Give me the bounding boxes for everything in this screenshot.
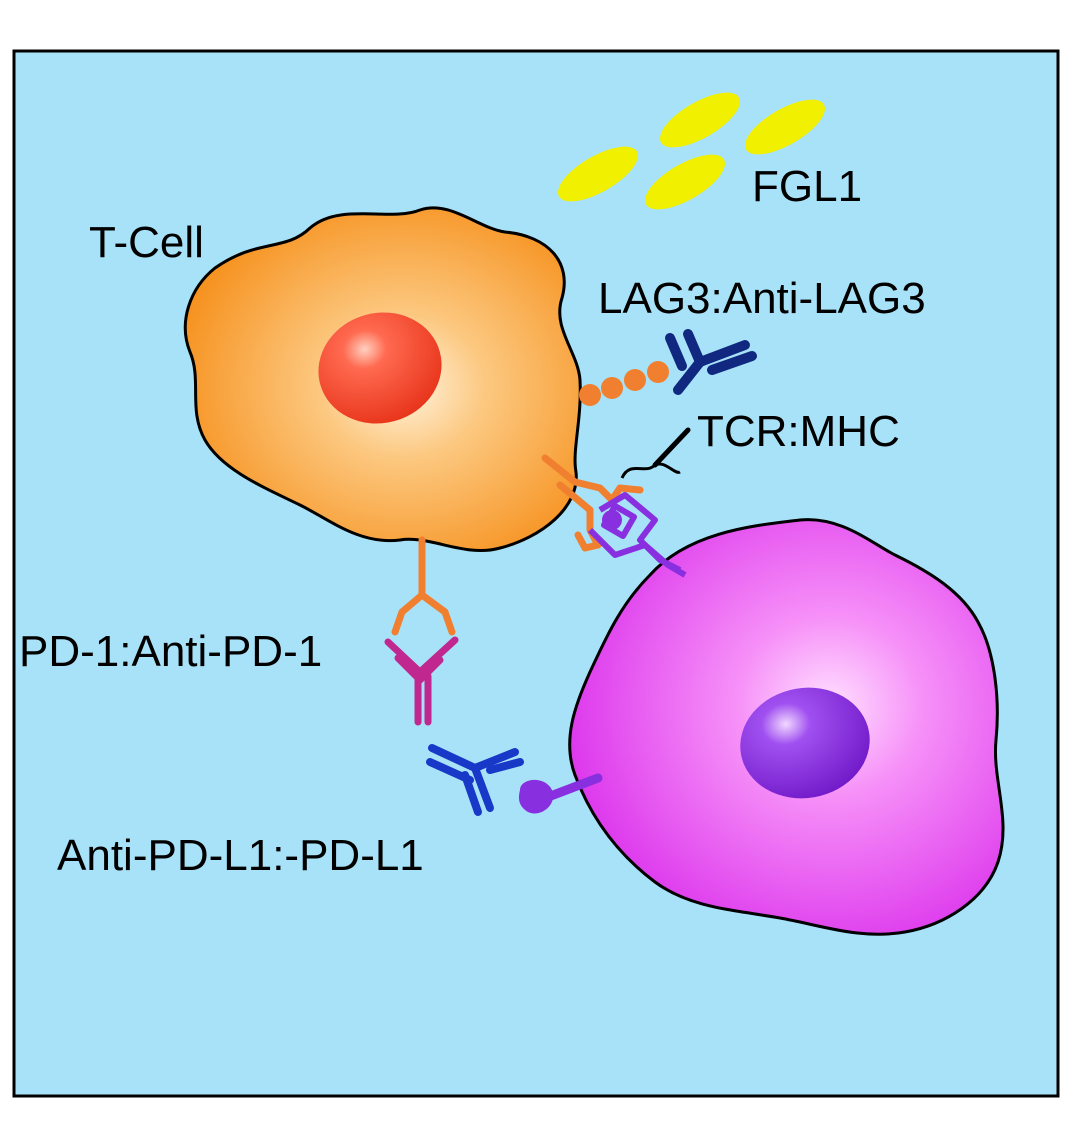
pdl1-label: Anti-PD-L1:-PD-L1 [57, 831, 424, 880]
fgl1-ellipse [745, 99, 825, 155]
pd1-label: PD-1:Anti-PD-1 [19, 627, 322, 676]
lag3-dot [647, 361, 669, 383]
lag3-dots [579, 361, 669, 406]
lag3-dot [579, 384, 601, 406]
pd1-interaction [384, 536, 459, 726]
t-cell-icon [183, 206, 582, 553]
lag3-dot [624, 369, 646, 391]
fgl1-label: FGL1 [752, 162, 862, 211]
lag3-label: LAG3:Anti-LAG3 [598, 274, 926, 323]
antibody-icon [665, 329, 757, 395]
t-cell-nucleus [318, 312, 442, 424]
tcr-mhc-complex [541, 427, 691, 578]
pdl1-interaction [426, 744, 603, 816]
t-cell-label: T-Cell [89, 218, 204, 267]
fgl1-ellipse [645, 154, 725, 210]
tcr-mhc-label: TCR:MHC [697, 407, 900, 456]
fgl1-ellipse [660, 92, 740, 148]
tcr-mhc-pointer [652, 427, 691, 468]
mhc-peptide [602, 510, 622, 530]
tumor-cell-icon [568, 518, 1005, 936]
antibody-icon [384, 636, 459, 726]
pd1-receptor [391, 536, 456, 636]
antibody-icon [426, 744, 524, 816]
target-cell-nucleus [740, 687, 870, 799]
fgl1-ellipse [558, 146, 638, 202]
lag3-dot [601, 377, 623, 399]
pdl1-ligand [518, 773, 603, 814]
lag3-interaction [579, 329, 757, 406]
fgl1-molecules [558, 92, 825, 210]
